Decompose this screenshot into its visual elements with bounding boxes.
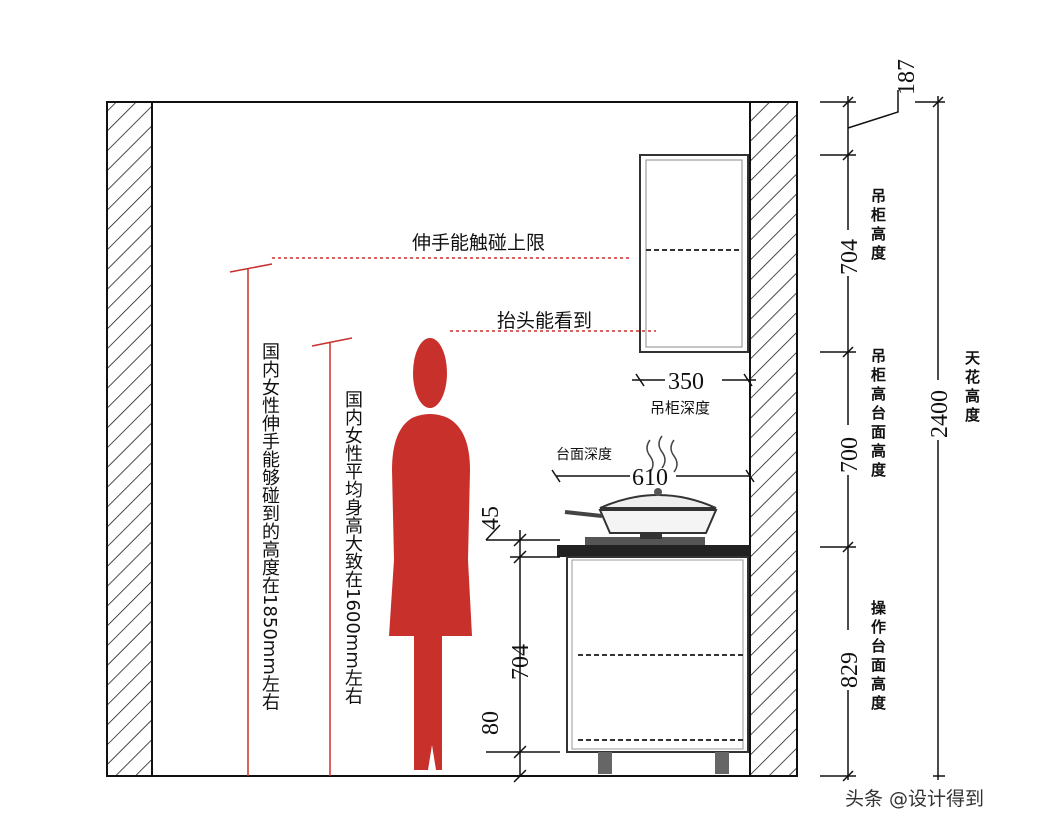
counter-height-dim: 829	[837, 652, 863, 688]
wall-cabinet-height-dim: 704	[837, 239, 863, 275]
ceiling-height-dim: 2400	[927, 390, 953, 438]
height-dim-chain	[820, 90, 945, 782]
left-wall	[106, 101, 153, 777]
avg-height-note: 国内女性平均身高大致在1600mm左右	[342, 390, 363, 705]
wall-cabinet-height-label: 吊柜高度	[869, 188, 887, 264]
woman-figure	[389, 338, 472, 770]
pan-icon	[564, 435, 718, 545]
counter-height-label: 操作台面高度	[869, 600, 887, 714]
watermark: 头条 @设计得到	[845, 788, 985, 810]
base-cabinet	[557, 545, 750, 774]
plinth-height-dim: 80	[478, 711, 504, 735]
wall-cabinet-depth-value: 350	[668, 369, 704, 395]
base-cabinet-height-dim: 704	[508, 644, 534, 680]
ceiling-height-label: 天花高度	[963, 350, 981, 426]
top-gap-dim: 187	[894, 59, 920, 95]
reach-height-note: 国内女性伸手能够碰到的高度在1850mm左右	[259, 342, 280, 711]
reach-lines	[229, 257, 656, 776]
countertop-thickness-dim: 45	[478, 506, 504, 530]
cabinet-to-counter-dim: 700	[837, 437, 863, 473]
cabinet-to-counter-label: 吊柜高台面高度	[869, 348, 887, 481]
look-up-label: 抬头能看到	[497, 310, 593, 332]
reach-limit-label: 伸手能触碰上限	[412, 232, 546, 254]
counter-depth-value: 610	[632, 465, 668, 491]
wall-cabinet-depth-label: 吊柜深度	[650, 399, 711, 417]
right-wall	[749, 101, 798, 777]
counter-depth-label: 台面深度	[556, 447, 612, 463]
wall-cabinet	[639, 154, 749, 353]
counter-depth-dim	[551, 469, 755, 483]
wall-cabinet-depth-dim	[632, 373, 756, 387]
base-cabinet-dims	[485, 524, 560, 783]
